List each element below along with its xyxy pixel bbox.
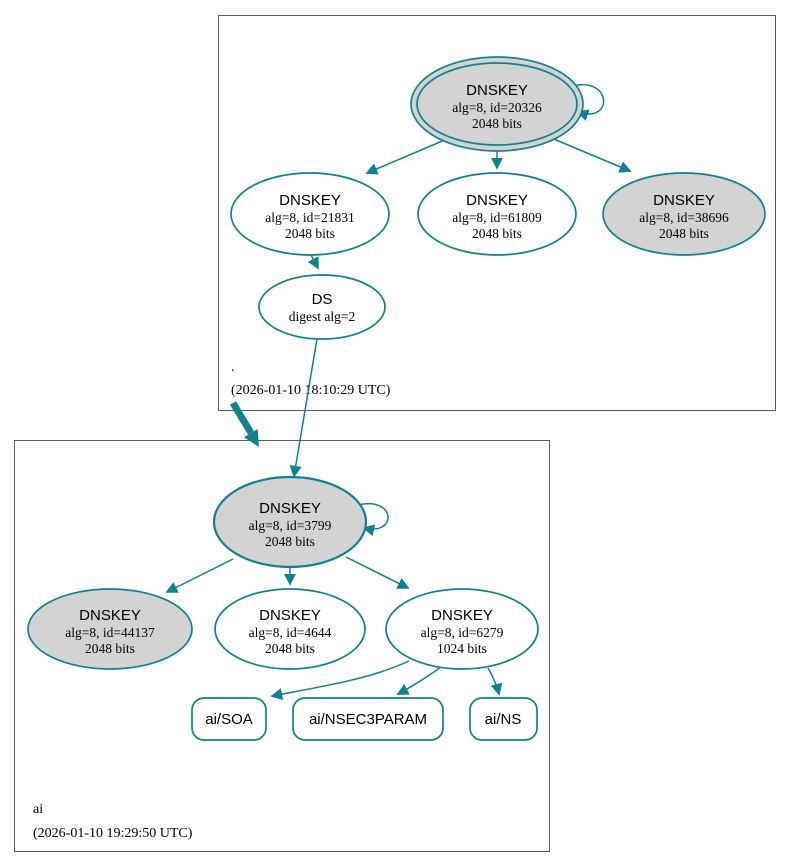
node-ai-nsec3param-rrset[interactable]: ai/NSEC3PARAM: [292, 697, 444, 741]
edge-delegation-arrowhead-icon: [243, 429, 259, 447]
edge-ai-ksk-to-6279: [345, 556, 410, 589]
svg-text:DNSKEY: DNSKEY: [431, 607, 493, 624]
node-root-ds[interactable]: DS digest alg=2: [258, 274, 386, 340]
node-root-dnskey-21831[interactable]: DNSKEY alg=8, id=21831 2048 bits: [230, 172, 390, 256]
node-ai-ksk-dnskey-3799[interactable]: DNSKEY alg=8, id=3799 2048 bits: [212, 475, 368, 569]
node-ai-dnskey-4644[interactable]: DNSKEY alg=8, id=4644 2048 bits: [214, 588, 366, 670]
edge-ds-to-ai-ksk: [289, 338, 318, 478]
svg-text:DS: DS: [312, 291, 333, 308]
svg-text:alg=8, id=38696: alg=8, id=38696: [639, 210, 729, 225]
svg-text:DNSKEY: DNSKEY: [466, 192, 528, 209]
zone-timestamp-ai: (2026-01-10 19:29:50 UTC): [33, 826, 193, 841]
svg-text:alg=8, id=20326: alg=8, id=20326: [452, 100, 542, 115]
edge-6279-to-ns: [487, 667, 503, 696]
svg-text:DNSKEY: DNSKEY: [79, 607, 141, 624]
svg-text:2048 bits: 2048 bits: [659, 226, 709, 241]
svg-text:alg=8, id=44137: alg=8, id=44137: [65, 625, 155, 640]
node-ai-ns-rrset[interactable]: ai/NS: [469, 697, 538, 741]
svg-text:2048 bits: 2048 bits: [265, 534, 315, 549]
svg-text:digest alg=2: digest alg=2: [289, 309, 355, 324]
edge-6279-to-soa: [270, 660, 410, 701]
node-root-ksk-dnskey-20326[interactable]: DNSKEY alg=8, id=20326 2048 bits: [410, 56, 584, 152]
svg-text:alg=8, id=21831: alg=8, id=21831: [265, 210, 354, 225]
svg-text:DNSKEY: DNSKEY: [259, 500, 321, 517]
zone-box-root: [218, 15, 776, 411]
zone-box-ai: [14, 440, 550, 852]
node-ai-soa-rrset[interactable]: ai/SOA: [191, 697, 267, 741]
zone-label-ai: ai: [33, 802, 43, 817]
svg-text:alg=8, id=61809: alg=8, id=61809: [452, 210, 542, 225]
edge-delegation-root-to-ai: [229, 401, 255, 435]
edge-root-ksk-to-38696: [548, 136, 632, 173]
edge-root-ksk-to-21831: [365, 138, 448, 175]
svg-text:2048 bits: 2048 bits: [85, 641, 135, 656]
node-ai-dnskey-6279[interactable]: DNSKEY alg=8, id=6279 1024 bits: [385, 588, 539, 670]
svg-text:DNSKEY: DNSKEY: [279, 192, 341, 209]
svg-text:DNSKEY: DNSKEY: [259, 607, 321, 624]
svg-text:2048 bits: 2048 bits: [265, 641, 315, 656]
svg-text:1024 bits: 1024 bits: [437, 641, 487, 656]
edge-21831-to-ds: [307, 254, 319, 270]
svg-text:ai/NS: ai/NS: [485, 711, 522, 728]
zone-timestamp-root: (2026-01-10 18:10:29 UTC): [231, 383, 391, 398]
svg-text:2048 bits: 2048 bits: [285, 226, 335, 241]
svg-text:ai/SOA: ai/SOA: [205, 711, 253, 728]
edge-ai-ksk-selfsign: [357, 502, 389, 537]
node-root-dnskey-38696[interactable]: DNSKEY alg=8, id=38696 2048 bits: [602, 172, 766, 256]
ksk-inner-ellipse: [416, 62, 578, 146]
edge-root-ksk-selfsign: [571, 83, 605, 121]
node-ai-dnskey-44137[interactable]: DNSKEY alg=8, id=44137 2048 bits: [27, 588, 193, 670]
svg-text:DNSKEY: DNSKEY: [466, 82, 528, 99]
svg-text:2048 bits: 2048 bits: [472, 116, 522, 131]
svg-text:alg=8, id=3799: alg=8, id=3799: [249, 518, 332, 533]
svg-text:alg=8, id=6279: alg=8, id=6279: [421, 625, 504, 640]
svg-text:ai/NSEC3PARAM: ai/NSEC3PARAM: [309, 711, 427, 728]
node-root-dnskey-61809[interactable]: DNSKEY alg=8, id=61809 2048 bits: [417, 172, 577, 256]
ksk-outer-ellipse[interactable]: [410, 56, 584, 152]
edge-ai-ksk-to-44137: [165, 558, 234, 593]
svg-text:alg=8, id=4644: alg=8, id=4644: [249, 625, 332, 640]
svg-text:DNSKEY: DNSKEY: [653, 192, 715, 209]
zone-label-root: .: [231, 360, 235, 375]
edge-6279-to-nsec3param: [396, 666, 442, 695]
svg-text:2048 bits: 2048 bits: [472, 226, 522, 241]
